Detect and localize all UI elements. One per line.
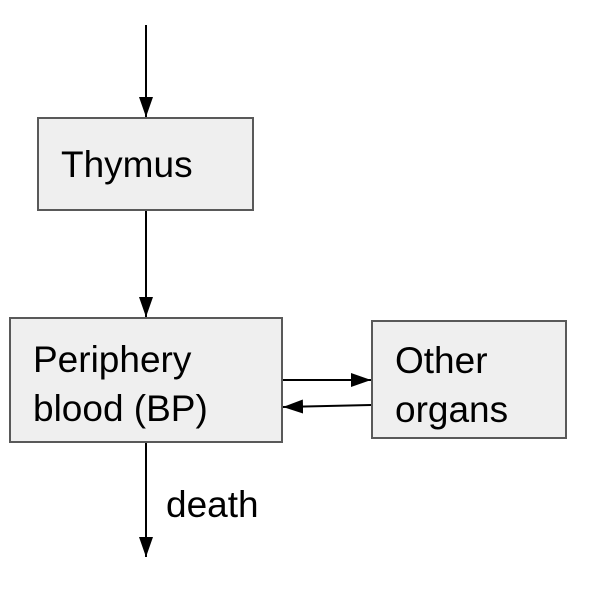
node-periphery-blood: Periphery blood (BP) xyxy=(9,317,283,443)
node-thymus-label: Thymus xyxy=(61,144,193,185)
node-other-organs-label-line1: Other xyxy=(395,340,488,381)
node-periphery-blood-label-line2: blood (BP) xyxy=(33,388,208,429)
node-other-organs-label-line2: organs xyxy=(395,389,509,430)
node-periphery-blood-label-line1: Periphery xyxy=(33,339,192,380)
node-thymus: Thymus xyxy=(37,117,254,211)
arrow-other-to-bp xyxy=(282,399,372,414)
node-other-organs: Other organs xyxy=(371,320,567,439)
edge-label-death: death xyxy=(166,484,259,525)
